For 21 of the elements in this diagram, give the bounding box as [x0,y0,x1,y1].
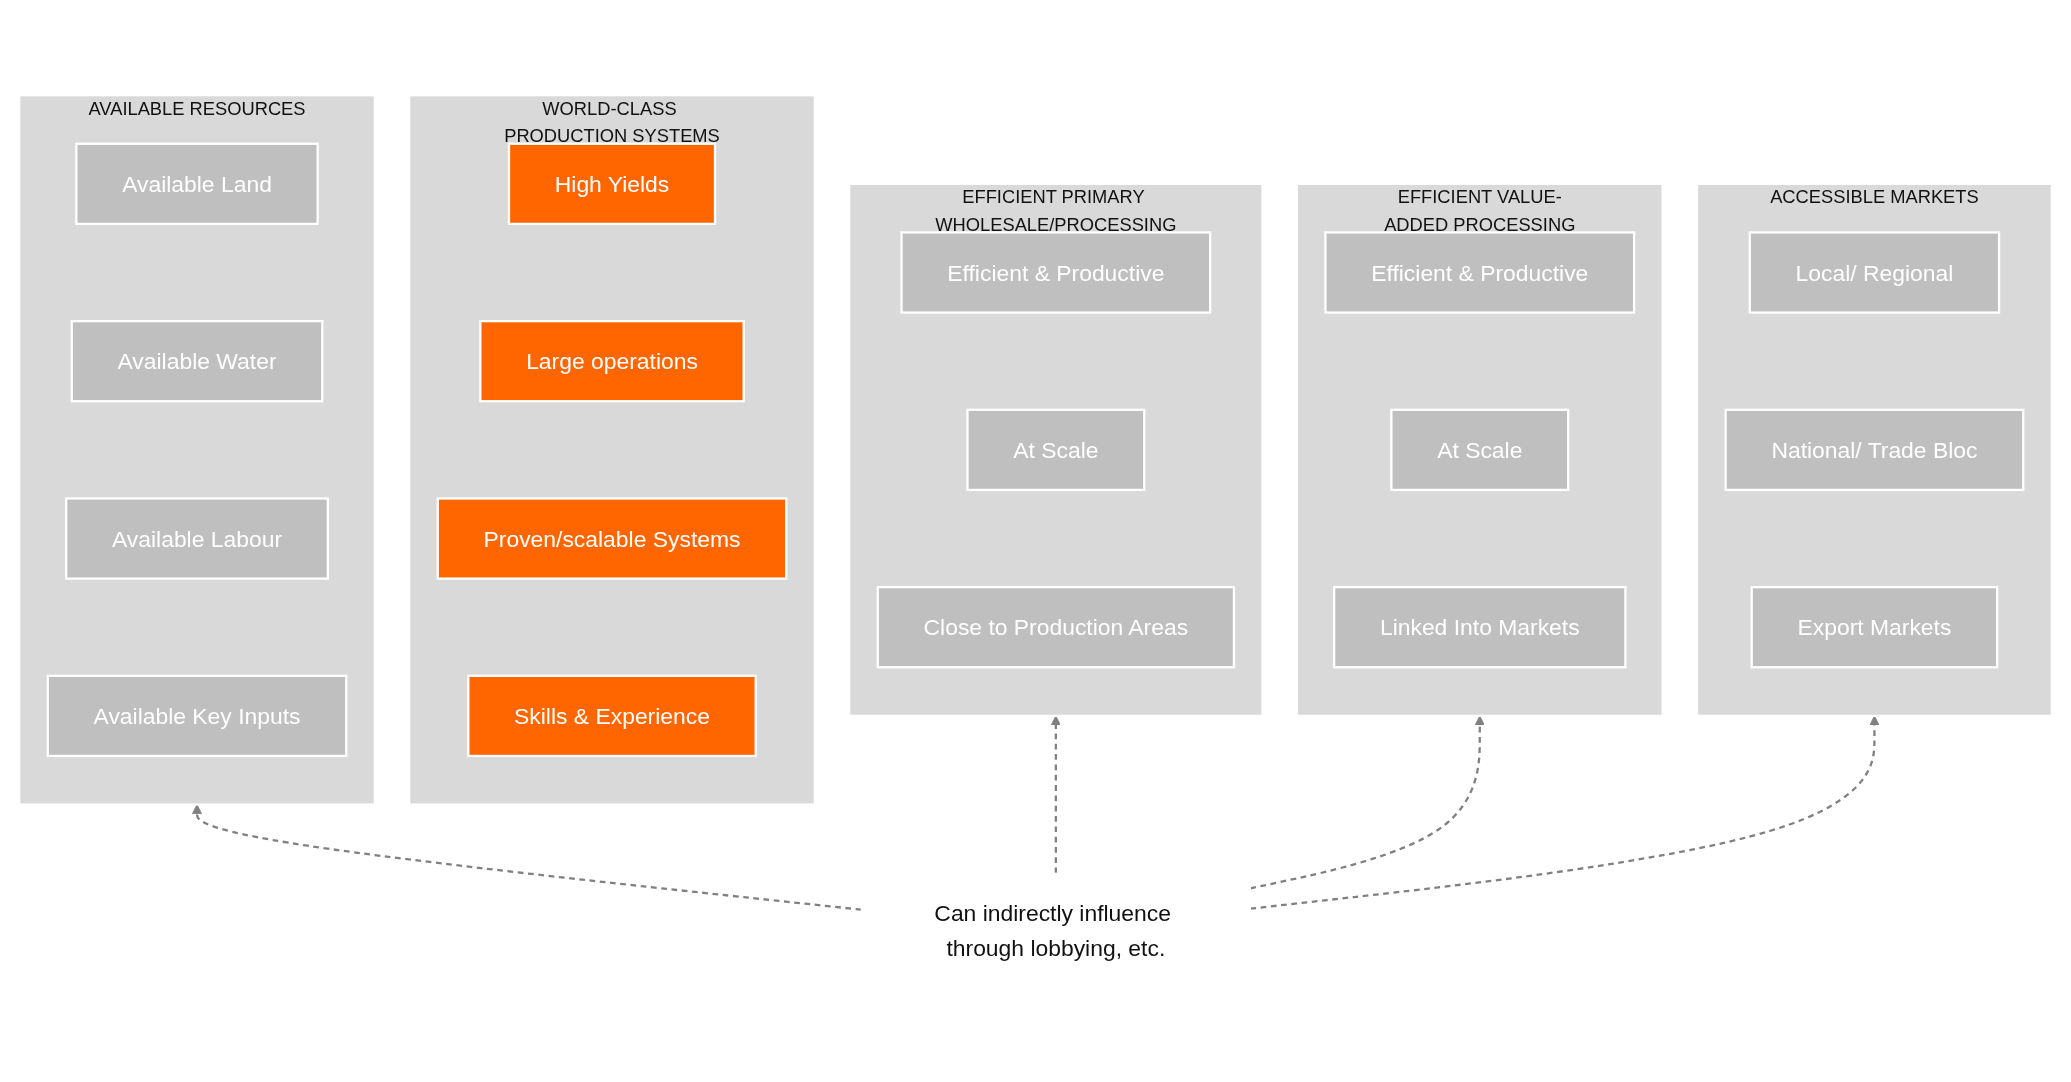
node-box: Local/ Regional [1748,230,2001,314]
node-box: Efficient & Productive [900,230,1212,314]
node-box: Export Markets [1750,585,1999,668]
node-box: Efficient & Productive [1324,230,1636,314]
node-box: High Yields [507,142,717,225]
node-box: Available Water [70,319,324,402]
node-text: Can indirectly influence through lobbying, etc. [934,900,1171,960]
node-box: Skills & Experience [467,674,757,757]
node-box: Proven/scalable Systems [436,496,788,580]
node-box: Linked Into Markets [1333,585,1627,668]
node-box: At Scale [1390,408,1570,491]
arrow [1250,715,1485,890]
node-box: Large operations [479,319,745,402]
node-box: Close to Production Areas [876,585,1236,668]
node-box: Available Land [75,142,319,225]
node-box: Available Key Inputs [46,674,348,757]
arrow [1050,715,1061,873]
arrow [1250,715,1880,910]
node-box: Available Labour [65,496,329,580]
node-box: National/ Trade Bloc [1724,408,2025,491]
node-box: At Scale [966,408,1146,491]
